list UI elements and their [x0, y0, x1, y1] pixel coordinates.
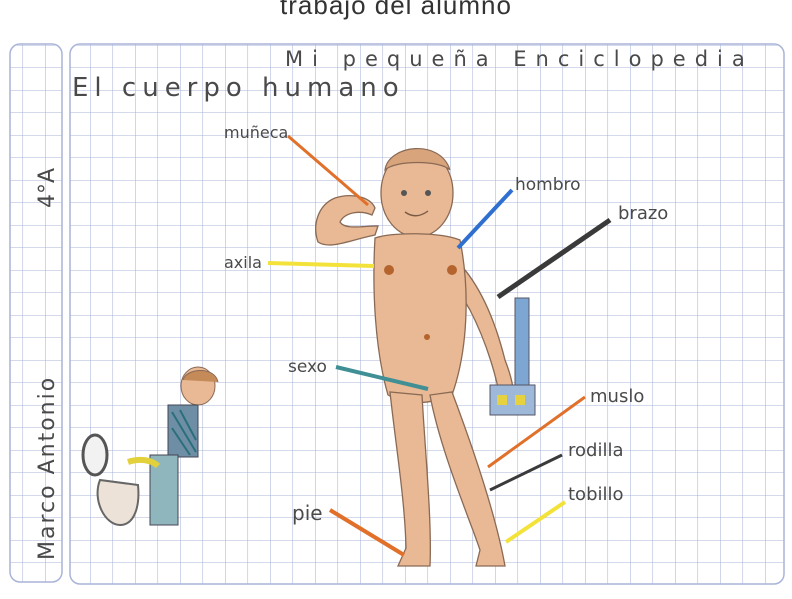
label-hombro: hombro [515, 175, 581, 195]
topic-title: El cuerpo humano [72, 73, 405, 103]
pie-pointer [328, 508, 406, 557]
label-muneca: muñeca [224, 123, 288, 142]
encyclopedia-title: Mi pequeña Enciclopedia [285, 47, 754, 71]
top-caption: trabajo del alumno [280, 0, 512, 20]
hombro-pointer [456, 188, 514, 250]
rodilla-pointer [489, 453, 563, 492]
label-muslo: muslo [590, 386, 644, 407]
student-name: Marco Antonio [35, 376, 60, 560]
pointer-lines [267, 134, 612, 557]
muneca-pointer [287, 134, 369, 207]
label-brazo: brazo [618, 203, 668, 224]
margin-panel [9, 43, 63, 583]
label-axila: axila [224, 253, 262, 272]
label-tobillo: tobillo [568, 484, 624, 505]
label-sexo: sexo [288, 357, 327, 377]
label-pie: pie [292, 501, 323, 525]
brazo-pointer [496, 217, 612, 300]
sexo-pointer [335, 365, 429, 391]
tobillo-pointer [504, 500, 567, 544]
axila-pointer [267, 261, 375, 268]
human-figure-drawing [315, 147, 536, 567]
muslo-pointer [487, 395, 586, 469]
label-rodilla: rodilla [568, 440, 623, 461]
boy-at-toilet-drawing [81, 366, 219, 527]
part-labels: muñeca axila hombro brazo sexo muslo rod… [224, 123, 668, 525]
grade-label: 4°A [35, 168, 60, 208]
